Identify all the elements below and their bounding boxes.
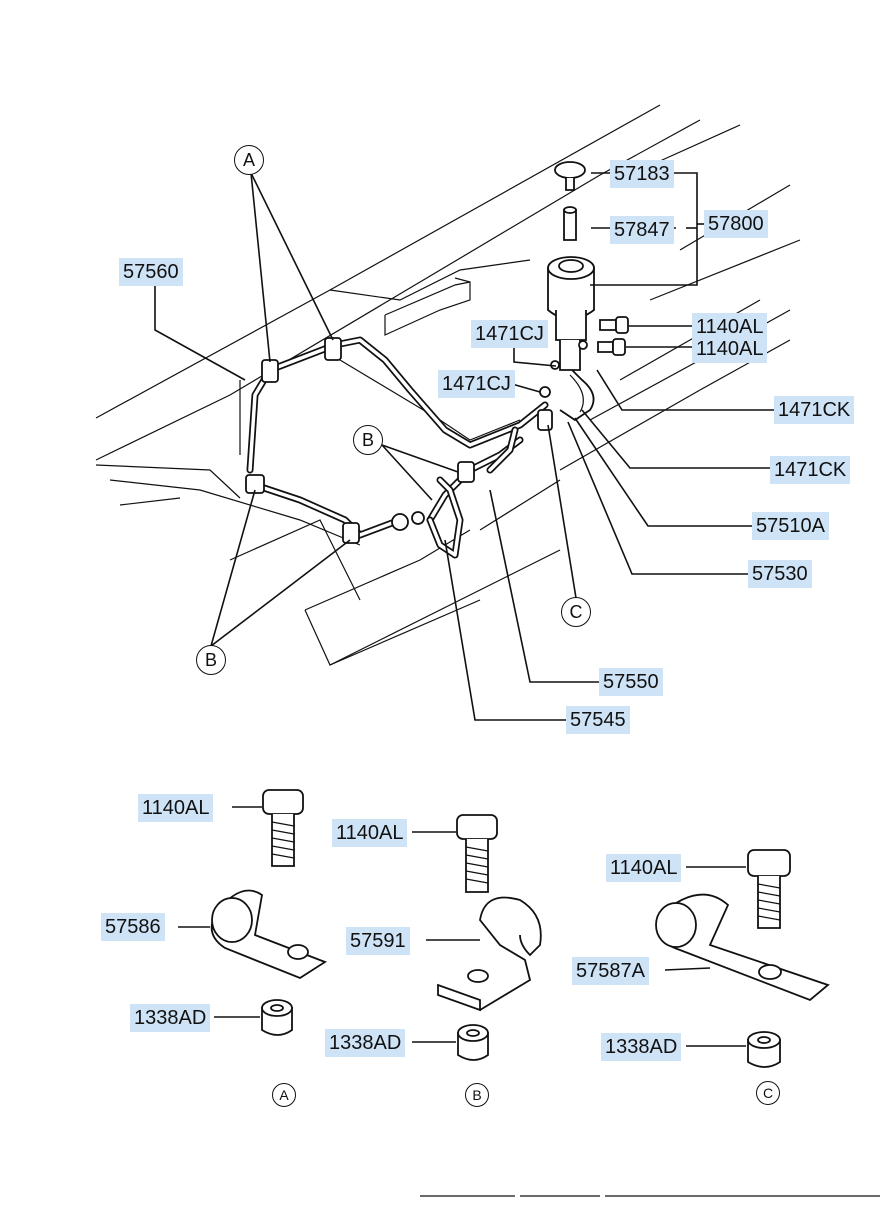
part-label-57545[interactable]: 57545 [566,706,630,734]
bolt-icon [597,316,629,356]
detail-a-bolt-label[interactable]: 1140AL [138,794,214,822]
detail-b-bolt-label[interactable]: 1140AL [332,819,408,847]
callout-b-middle: B [353,425,383,455]
detail-a-marker: A [272,1083,296,1107]
callout-a-top: A [234,145,264,175]
detail-b-parts [437,814,542,1061]
detail-b-nut-label[interactable]: 1338AD [325,1029,406,1057]
part-label-1471cj-upper[interactable]: 1471CJ [471,320,548,348]
detail-c-clamp-label[interactable]: 57587A [572,957,649,985]
leader-lines [154,172,880,1197]
part-label-57530[interactable]: 57530 [748,560,812,588]
detail-a-parts [210,789,327,1036]
detail-c-marker: C [756,1081,780,1105]
part-label-1140al-lower[interactable]: 1140AL [692,335,768,363]
frame-outline [95,104,801,666]
part-label-1471cj-lower[interactable]: 1471CJ [438,370,515,398]
part-label-57510a[interactable]: 57510A [752,512,829,540]
reservoir-icon [539,161,595,422]
detail-b-marker: B [465,1083,489,1107]
callout-b-bottom: B [196,645,226,675]
detail-c-parts [655,849,830,1068]
part-label-1471ck-upper[interactable]: 1471CK [774,396,855,424]
detail-a-clamp-label[interactable]: 57586 [101,913,165,941]
detail-c-nut-label[interactable]: 1338AD [601,1033,682,1061]
part-label-57560[interactable]: 57560 [119,258,183,286]
part-label-1471ck-lower[interactable]: 1471CK [770,456,851,484]
part-label-57847[interactable]: 57847 [610,216,674,244]
clamp-icon [245,337,553,544]
part-label-57550[interactable]: 57550 [599,668,663,696]
detail-a-nut-label[interactable]: 1338AD [130,1004,211,1032]
detail-b-clamp-label[interactable]: 57591 [346,927,410,955]
detail-c-bolt-label[interactable]: 1140AL [606,854,682,882]
part-label-57183[interactable]: 57183 [610,160,674,188]
callout-c-middle: C [561,597,591,627]
part-label-57800[interactable]: 57800 [704,210,768,238]
